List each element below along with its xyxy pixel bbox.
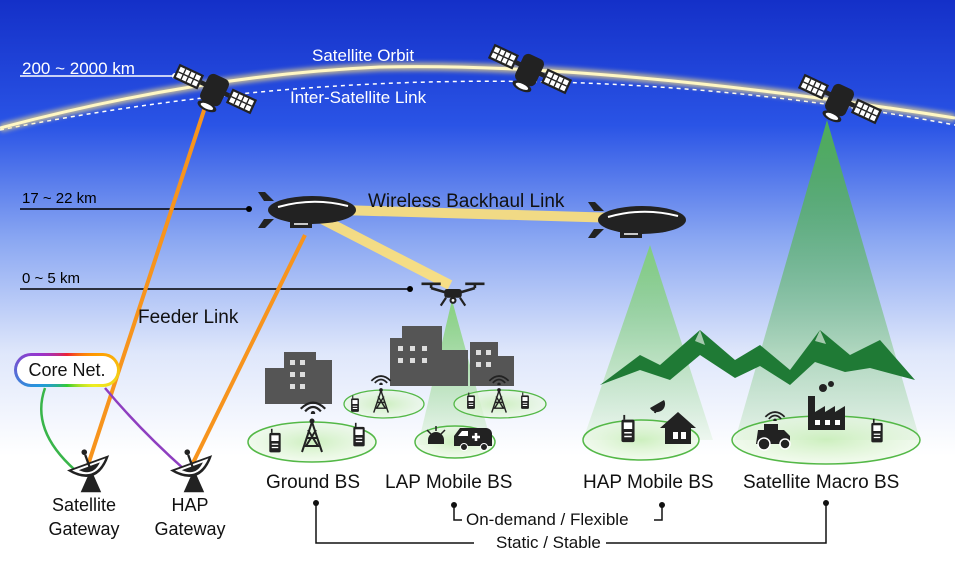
satellite-gateway-label: Satellite Gateway (48, 495, 120, 540)
inter-satellite-link-label: Inter-Satellite Link (290, 88, 427, 107)
on-demand-flexible-label: On-demand / Flexible (463, 511, 632, 528)
hap-mobile-bs-label: HAP Mobile BS (583, 472, 714, 493)
core-net-link-satellite-gateway (40, 387, 76, 471)
core-network-label: Core Net. (17, 356, 117, 384)
core-network: Core Net. (14, 353, 120, 387)
lap-mobile-bs-label: LAP Mobile BS (385, 472, 513, 493)
feeder-link-hap (190, 234, 307, 466)
hap-gateway-label: HAP Gateway (154, 495, 226, 540)
satellite-orbit-label: Satellite Orbit (312, 46, 415, 65)
house-icon (660, 412, 696, 444)
ambulance-icon (454, 428, 492, 451)
altitude-label-satellite: 200 ~ 2000 km (22, 59, 135, 78)
category-brackets (315, 503, 827, 544)
orbit-dashed-line (0, 80, 955, 131)
satellite-macro-bs-label: Satellite Macro BS (743, 472, 900, 493)
hap-beam (583, 245, 713, 440)
siren-icon (426, 426, 446, 444)
core-net-link-hap-gateway (104, 387, 186, 471)
backhaul-link-hap (339, 205, 621, 223)
factory-icon (808, 381, 845, 430)
ground-bs-label: Ground BS (266, 472, 360, 493)
dish-antenna-icon (650, 400, 666, 414)
wireless-backhaul-link-label: Wireless Backhaul Link (368, 191, 565, 212)
static-stable-label: Static / Stable (493, 534, 604, 551)
feeder-link-satellite (86, 91, 212, 466)
backhaul-link-lap (317, 213, 453, 290)
feeder-link-label: Feeder Link (138, 307, 239, 328)
building-icon (265, 326, 514, 404)
altitude-label-lap: 0 ~ 5 km (22, 270, 80, 287)
mountain-icon (600, 330, 915, 385)
tractor-icon (756, 424, 791, 451)
altitude-label-hap: 17 ~ 22 km (22, 190, 97, 207)
inter-satellite-link (0, 65, 955, 130)
